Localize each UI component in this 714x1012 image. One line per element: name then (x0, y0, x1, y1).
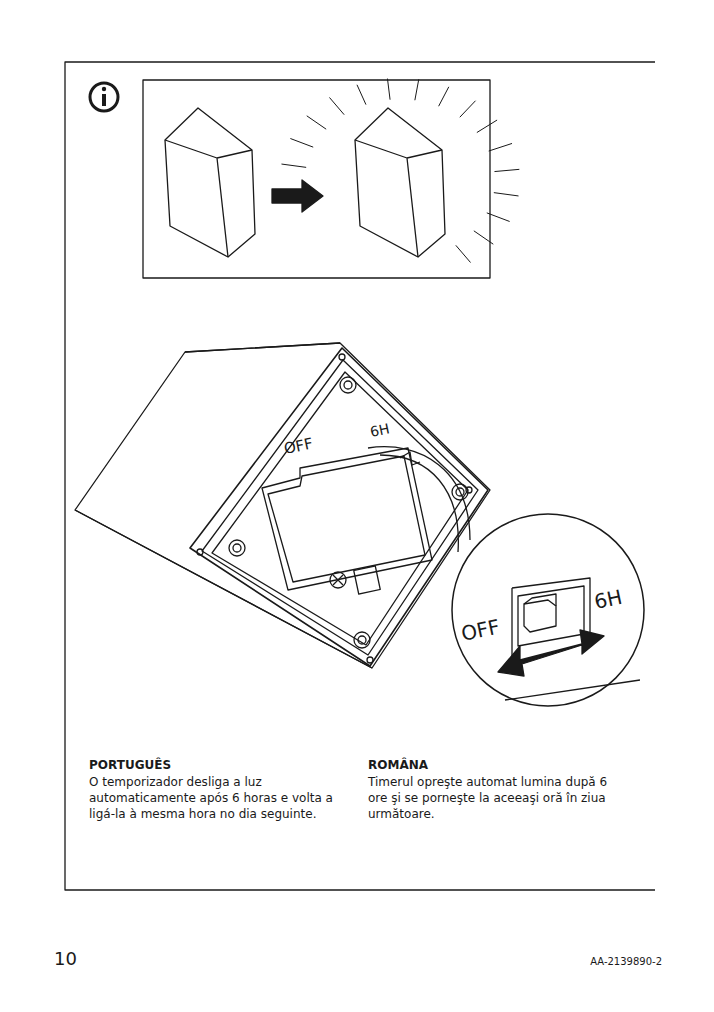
callout-leader (368, 447, 470, 540)
light-rays (281, 79, 519, 263)
light-ray (387, 79, 390, 100)
arrow (272, 180, 323, 212)
lamp-off (165, 108, 255, 257)
info-panel (143, 80, 490, 278)
lamp-housing (75, 343, 490, 668)
document-code: AA-2139890-2 (558, 956, 662, 968)
light-ray (474, 231, 493, 244)
light-ray (329, 97, 344, 114)
light-ray (494, 169, 519, 171)
light-ray (494, 193, 519, 196)
info-icon (90, 83, 118, 111)
lamp-on (355, 108, 445, 257)
page-frame (65, 62, 655, 890)
light-ray (281, 164, 306, 167)
light-ray (290, 139, 313, 148)
magnified-switch (452, 514, 644, 706)
light-ray (415, 79, 419, 100)
light-ray (487, 213, 510, 222)
light-ray (460, 101, 476, 118)
light-ray (307, 116, 326, 129)
light-ray (357, 85, 366, 105)
light-ray (477, 120, 497, 132)
light-ray (489, 143, 512, 151)
light-ray (439, 87, 449, 106)
page-number: 10 (54, 948, 77, 970)
instruction-text: Timerul opreşte automat lumina după 6 or… (368, 774, 630, 822)
language-heading: PORTUGUÊS (89, 758, 171, 772)
light-ray (456, 245, 471, 262)
callout-leader (380, 455, 458, 552)
instruction-text: O temporizador desliga a luz automaticam… (89, 774, 351, 822)
language-heading: ROMÂNA (368, 758, 428, 772)
